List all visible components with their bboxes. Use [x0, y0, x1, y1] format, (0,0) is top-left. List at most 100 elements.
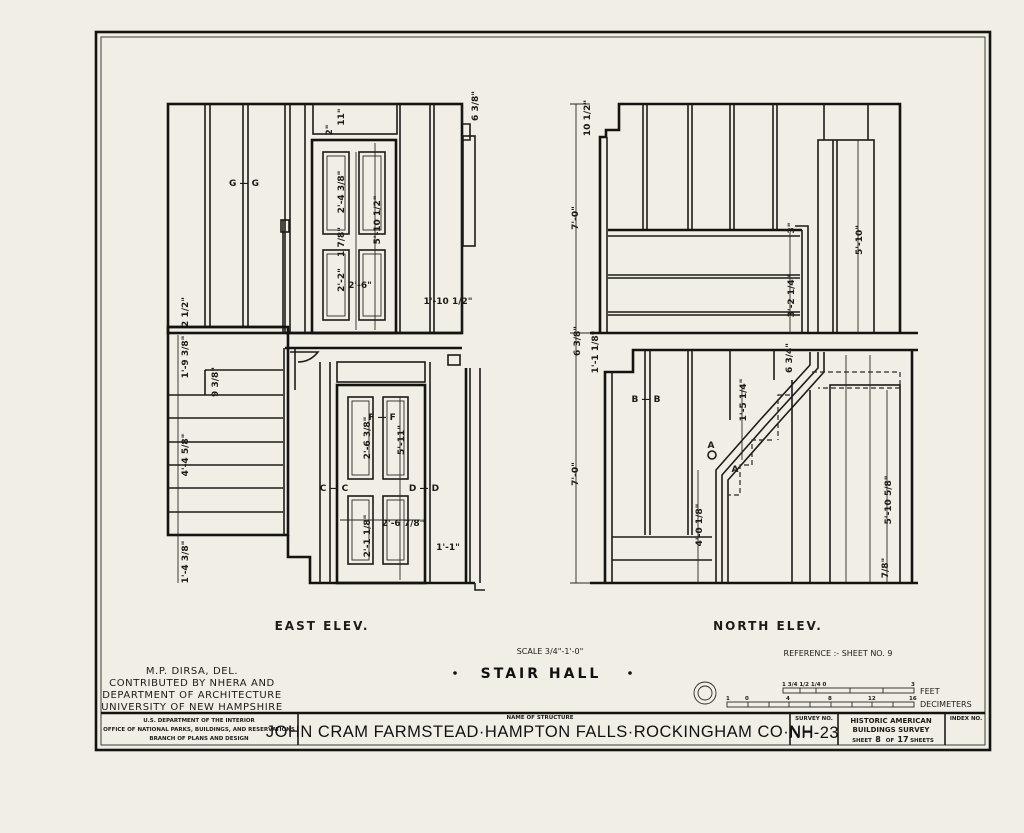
sheet-number: 8: [875, 735, 881, 744]
drawing-text: 7'-0": [571, 206, 581, 230]
drawing-text: 7'-0": [571, 462, 581, 486]
drawing-linework: [707, 450, 717, 460]
drawing-linework: [777, 394, 790, 440]
drawing-text: B — B: [632, 395, 661, 405]
sheet-inner-border: [100, 36, 986, 746]
east-elevation: [166, 102, 485, 591]
drawing-text: 1'-4 3/8": [181, 541, 191, 584]
drawing-linework: [795, 225, 809, 333]
drawing-text: 9 3/8": [211, 367, 221, 397]
reference-note: REFERENCE :- SHEET NO. 9: [784, 649, 893, 658]
drawing-linework: [322, 151, 350, 235]
drawing-linework: [386, 499, 405, 561]
drawing-text: 4: [786, 696, 790, 702]
drawing-linework: [362, 253, 382, 317]
drawing-text: 2'-2": [337, 268, 347, 292]
drawing-linework: [351, 499, 370, 561]
drawing-text: 2'-4 3/8": [337, 171, 347, 214]
survey-number: NH-23: [789, 724, 839, 742]
drawing-linework: [728, 439, 772, 496]
drawing-linework: [336, 361, 426, 383]
drawing-text: 2'-6 7/8": [382, 519, 425, 529]
drawing-text: 1'-1 1/8": [591, 331, 601, 374]
drawing-linework: [812, 371, 901, 389]
east-dimensions: 2'-4 3/8" 5'-10 1/2" 2'-2" 1 7/8" 2'-6" …: [181, 91, 481, 583]
drawing-text: A: [732, 465, 739, 475]
drawing-text: 11": [337, 108, 347, 125]
drawing-text: SHEETS: [910, 738, 934, 744]
drawing-linework: [358, 249, 386, 321]
drawing-text: 0: [745, 696, 749, 702]
drawing-text: 7/8": [881, 558, 891, 579]
drawing-text: 3": [787, 223, 797, 234]
drawing-text: 3: [911, 682, 915, 688]
drawing-text: 1'-5 1/4": [739, 379, 749, 422]
drawing-linework: [474, 583, 485, 591]
drawing-linework: [166, 102, 464, 335]
drawing-text: 2'-6 3/8": [363, 417, 373, 460]
drawing-text: 16: [909, 696, 917, 702]
drawing-text: 4'-4 5/8": [181, 434, 191, 477]
drawing-linework: [462, 135, 476, 247]
drawing-text: 2'-1 1/8": [363, 515, 373, 558]
drawing-text: HISTORIC AMERICAN: [850, 717, 932, 725]
drawing-linework: [726, 701, 915, 708]
drawing-linework: [335, 383, 427, 585]
drawing-text: 5'-10": [855, 225, 865, 255]
drawing-text: 2'-6": [348, 281, 372, 291]
drawing-linework: [453, 671, 457, 675]
drawing-linework: [727, 352, 825, 583]
drawing-linework: [603, 348, 918, 583]
drawing-text: 2": [325, 125, 335, 136]
drawing-text: 3'-2 1/4": [787, 275, 797, 318]
drawing-linework: [326, 253, 346, 317]
drawing-text: 6 3/8": [471, 91, 481, 121]
drawing-text: 8: [828, 696, 832, 702]
drawing-linework: [461, 104, 471, 333]
sheet-border: [94, 30, 992, 752]
drawing-linework: [310, 138, 398, 335]
drawing-text: NAME OF STRUCTURE: [506, 715, 573, 721]
drawing-linework: [347, 396, 374, 480]
drawing-text: BUILDINGS SURVEY: [853, 726, 931, 734]
north-elevation: [570, 102, 918, 585]
drawing-text: 1 3/4 1/2 1/4 0: [782, 682, 826, 688]
drawing-linework: [386, 400, 405, 476]
drawing-linework: [628, 671, 632, 675]
drawing-text: M.P. DIRSA, DEL.: [146, 666, 238, 677]
drawing-linework: [358, 151, 386, 235]
drawing-text: OF: [886, 738, 895, 744]
credits: M.P. DIRSA, DEL. CONTRIBUTED BY NHERA AN…: [101, 666, 283, 713]
drawing-text: UNIVERSITY OF NEW HAMPSHIRE: [101, 702, 283, 713]
drawing-text: CONTRIBUTED BY NHERA AND: [109, 678, 275, 689]
drawing-text: C — C: [320, 484, 349, 494]
drawing-text: 12: [868, 696, 876, 702]
drawing-text: 1: [726, 696, 730, 702]
drawing-text: A: [708, 441, 715, 451]
drawing-linework: [817, 139, 875, 334]
drawing-text: INDEX NO.: [950, 716, 982, 722]
drawing-text: 5'-11": [397, 425, 407, 455]
drawing-text: G — G: [229, 179, 259, 189]
drawing-linework: [697, 685, 713, 701]
drawing-linework: [326, 155, 346, 231]
drawing-linework: [290, 351, 320, 363]
drawing-text: 6 3/8": [573, 326, 583, 356]
drawing-text: 2 1/2": [181, 297, 191, 327]
seal-stamp: [693, 681, 717, 705]
drawing-text: SURVEY NO.: [795, 716, 833, 722]
drawing-linework: [447, 354, 461, 366]
drawing-text: 4'-0 1/8": [695, 504, 705, 547]
drawing-text: 1'-1": [436, 543, 460, 553]
drawing-linework: [715, 352, 811, 583]
drawing-text: OFFICE OF NATIONAL PARKS, BUILDINGS, AND…: [103, 727, 295, 733]
drawing-text: U.S. DEPARTMENT OF THE INTERIOR: [143, 718, 255, 724]
drawing-text: DEPARTMENT OF ARCHITECTURE: [102, 690, 282, 701]
drawing-text: 5'-10 1/2": [373, 196, 383, 245]
drawing-linework: [382, 495, 409, 565]
drawing-text: 6 3/4": [785, 343, 795, 373]
drawing-linework: [598, 102, 902, 333]
drawing-text: DECIMETERS: [920, 700, 972, 709]
